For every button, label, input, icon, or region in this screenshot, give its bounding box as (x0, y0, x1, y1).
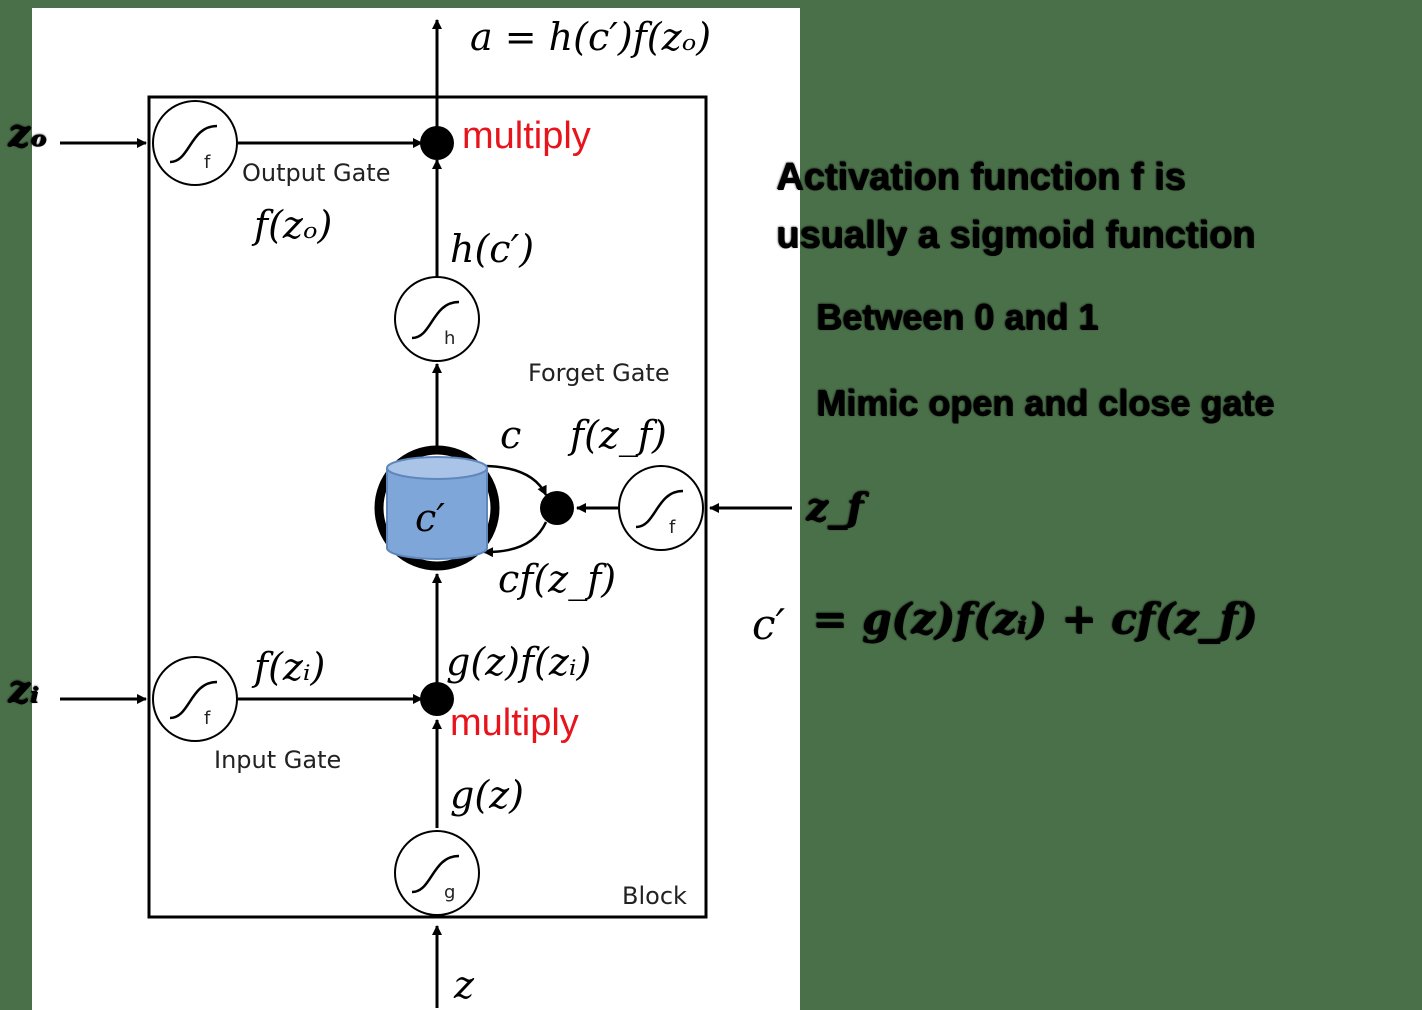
input-gate-label: Input Gate (214, 746, 341, 774)
c-to-multiply-arrow (481, 464, 548, 496)
note-bullet-1: Between 0 and 1 (816, 296, 1099, 337)
output-formula: a = h(c′)f(zₒ) (470, 15, 711, 59)
formula-rhs: = g(z)f(zᵢ) + cf(z_f) (812, 594, 1258, 643)
zo-input-label: zₒ (8, 110, 48, 155)
block-label: Block (622, 882, 687, 910)
note-bullet-2: Mimic open and close gate (816, 382, 1275, 423)
h-c-label: h(c′) (450, 227, 534, 271)
sub-g: g (444, 882, 455, 903)
sub-f2: f (669, 517, 676, 538)
multiply-to-cell-arrow (483, 521, 548, 558)
multiply-dot-forget (540, 491, 574, 525)
c-label: c (500, 413, 521, 457)
f-zo-label: f(zₒ) (251, 203, 332, 247)
sigmoid-node-forget: f (618, 465, 704, 551)
c-prime-label: c′ (415, 496, 445, 540)
multiply-dot-bottom (420, 682, 454, 716)
zi-input-label: zᵢ (8, 666, 39, 711)
sub-h: h (444, 328, 455, 349)
sigmoid-node-h: h (394, 276, 480, 362)
zf-input-label: z_f (806, 484, 863, 529)
cf-zf-label: cf(z_f) (498, 557, 616, 602)
lstm-diagram: f h f f g c′ a = h(c′)f(zₒ) multiply mul… (60, 15, 792, 1008)
sigmoid-node-output: f (152, 100, 238, 186)
f-zf-label: f(z_f) (567, 413, 667, 458)
sub-f3: f (204, 708, 211, 729)
multiply-label-bottom: multiply (450, 702, 579, 744)
sub-f1: f (204, 152, 211, 173)
note-line-2: usually a sigmoid function (776, 214, 1256, 256)
gz-fzi-label: g(z)f(zᵢ) (446, 640, 591, 684)
z-input-label: z (453, 963, 475, 1007)
sigmoid-node-input: f (152, 656, 238, 742)
note-line-1: Activation function f is (776, 156, 1186, 198)
memory-cell: c′ (374, 445, 500, 571)
sigmoid-node-g: g (394, 830, 480, 916)
block-frame (147, 95, 708, 919)
diagram-panel: f h f f g c′ a = h(c′)f(zₒ) multiply mul… (32, 8, 800, 1010)
forget-gate-label: Forget Gate (528, 359, 670, 387)
multiply-label-top: multiply (462, 115, 591, 157)
g-z-label: g(z) (450, 773, 524, 817)
formula-lhs: c′ (752, 600, 786, 649)
f-zi-label: f(zᵢ) (251, 645, 325, 689)
output-gate-label: Output Gate (242, 159, 390, 187)
multiply-dot-top (420, 126, 454, 160)
